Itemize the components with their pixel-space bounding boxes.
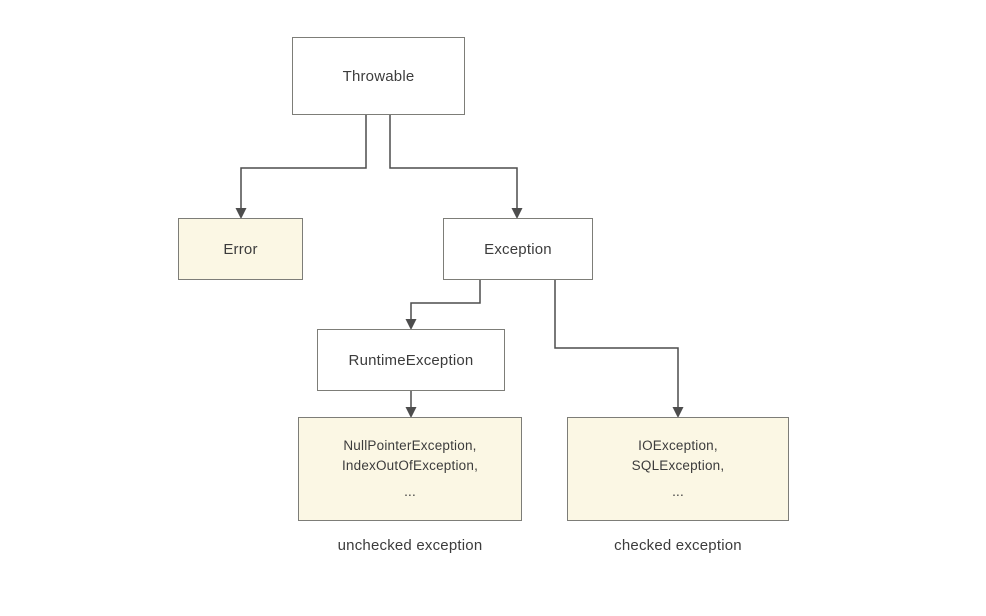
caption-unchecked-exception: unchecked exception — [337, 537, 483, 554]
arrowhead-checked-examples — [672, 407, 684, 418]
node-label: Exception — [484, 240, 552, 258]
node-label: NullPointerException, — [343, 438, 477, 453]
edge-throwable-error — [240, 115, 367, 209]
node-unchecked-examples: NullPointerException, IndexOutOfExceptio… — [298, 417, 522, 521]
arrowhead-exception — [511, 208, 523, 219]
node-throwable: Throwable — [292, 37, 465, 115]
caption-checked-exception: checked exception — [614, 537, 742, 554]
node-label: RuntimeException — [348, 351, 474, 369]
edge-exception-runtimeexception — [410, 280, 481, 320]
node-error: Error — [178, 218, 303, 280]
node-exception: Exception — [443, 218, 593, 280]
arrowhead-error — [235, 208, 247, 219]
edge-exception-checked-examples — [554, 280, 679, 408]
edge-throwable-exception — [389, 115, 518, 209]
node-label: SQLException, — [631, 458, 725, 473]
ellipsis-label: ... — [672, 484, 684, 499]
node-label: IOException, — [638, 438, 718, 453]
node-runtime-exception: RuntimeException — [317, 329, 505, 391]
node-label: IndexOutOfException, — [341, 458, 479, 473]
ellipsis-label: ... — [404, 484, 416, 499]
node-label: Throwable — [342, 67, 415, 85]
arrowhead-unchecked-examples — [405, 407, 417, 418]
node-label: Error — [223, 240, 258, 258]
node-checked-examples: IOException, SQLException, ... — [567, 417, 789, 521]
arrowhead-runtimeexception — [405, 319, 417, 330]
